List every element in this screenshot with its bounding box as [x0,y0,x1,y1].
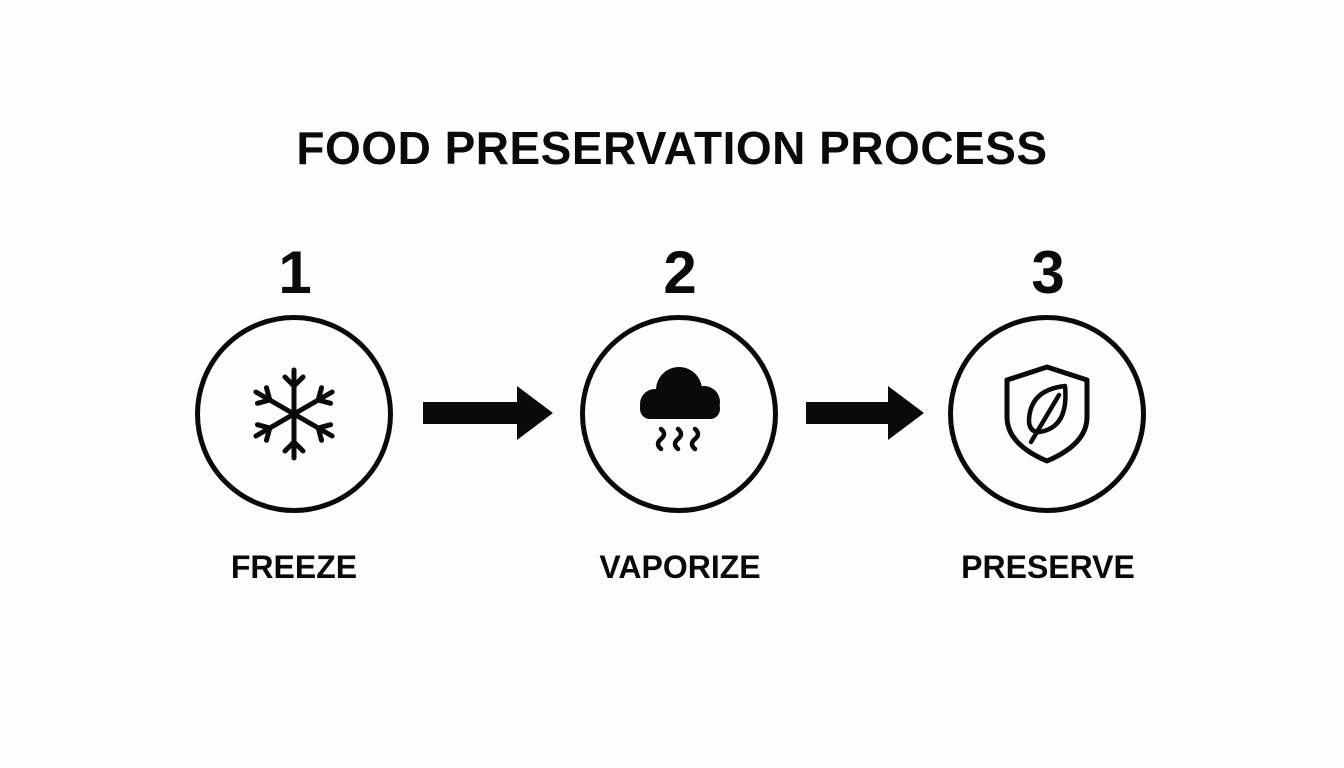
step-2-number: 2 [663,239,697,306]
step-1-circle [195,315,393,513]
step-2-label: VAPORIZE [599,549,761,585]
diagram-title: FOOD PRESERVATION PROCESS [296,122,1048,174]
arrow-right-icon [806,386,924,440]
snowflake-icon [253,367,335,461]
step-1-label: FREEZE [230,549,358,585]
step-1-number: 1 [278,239,312,306]
shield-leaf-icon [1004,364,1090,464]
step-3-label: PRESERVE [961,549,1135,585]
arrow-right-icon [423,386,553,440]
step-3-circle [948,315,1146,513]
step-3-number: 3 [1031,239,1065,306]
step-2-circle [580,315,778,513]
cloud-vapor-icon [640,367,720,452]
